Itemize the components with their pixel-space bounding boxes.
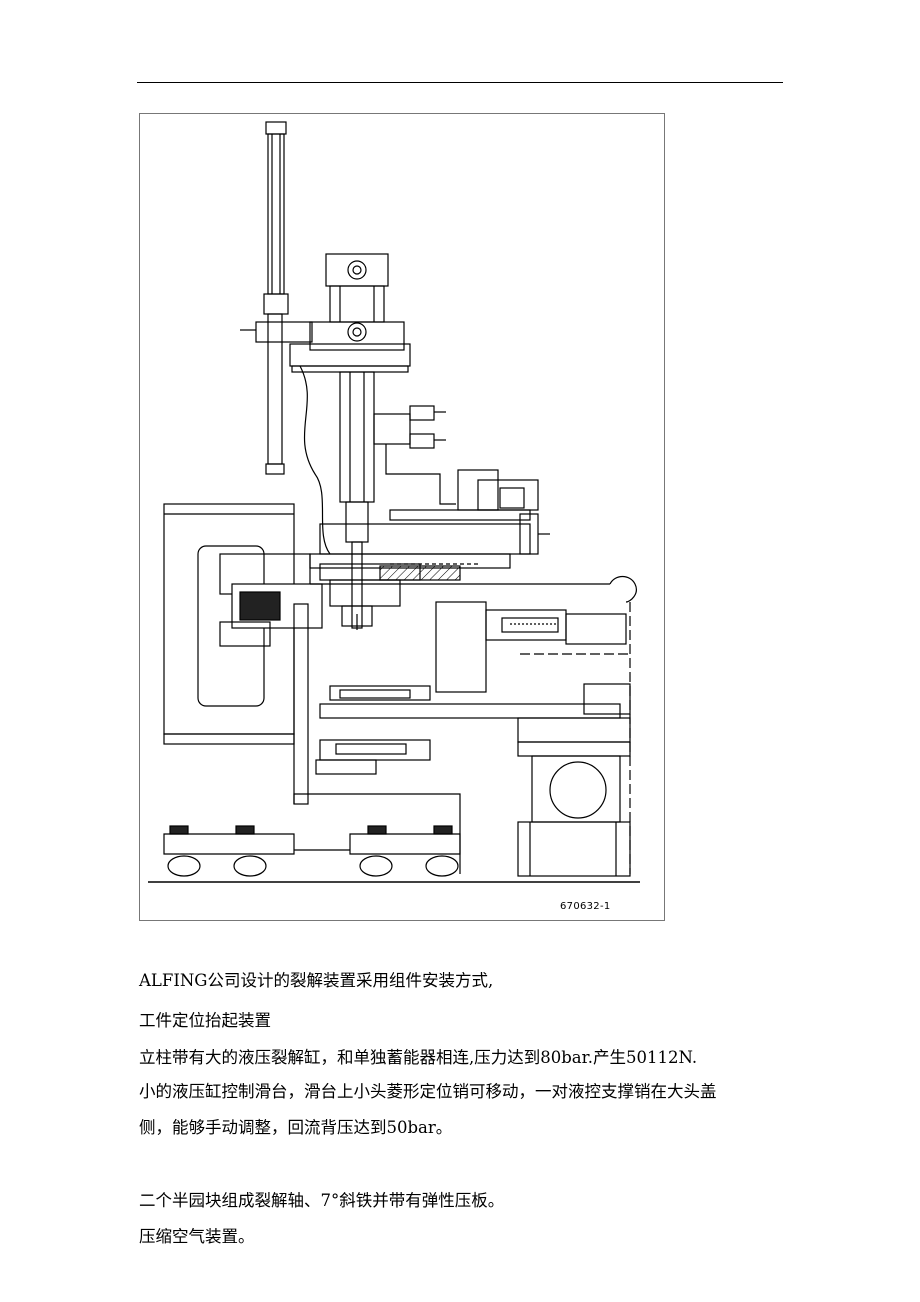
- paragraph-2: 工件定位抬起装置: [139, 1011, 271, 1030]
- paragraph-3: 立柱带有大的液压裂解缸，和单独蓄能器相连,压力达到80bar.产生50112N.: [139, 1048, 698, 1067]
- technical-drawing-figure: 670632-1: [139, 113, 665, 921]
- paragraph-7: 压缩空气装置。: [139, 1227, 255, 1246]
- cylinder-cap: [265, 121, 287, 135]
- machine-feet: [163, 825, 461, 877]
- cylinder-tube: [267, 133, 285, 295]
- header-rule: [137, 82, 783, 83]
- cylinder-column: [267, 313, 283, 465]
- paragraph-5: 侧，能够手动调整，回流背压达到50bar。: [139, 1118, 453, 1137]
- paragraph-4: 小的液压缸控制滑台，滑台上小头菱形定位销可移动，一对液控支撑销在大头盖: [139, 1082, 717, 1101]
- paragraph-6: 二个半园块组成裂解轴、7°斜铁并带有弹性压板。: [139, 1191, 505, 1210]
- hydraulic-cylinder: [339, 371, 375, 503]
- paragraph-1: ALFING公司设计的裂解装置采用组件安装方式,: [139, 971, 494, 990]
- machine-drawing: [148, 121, 640, 883]
- upper-head-block: [325, 253, 389, 287]
- drawing-number: 670632-1: [560, 901, 611, 912]
